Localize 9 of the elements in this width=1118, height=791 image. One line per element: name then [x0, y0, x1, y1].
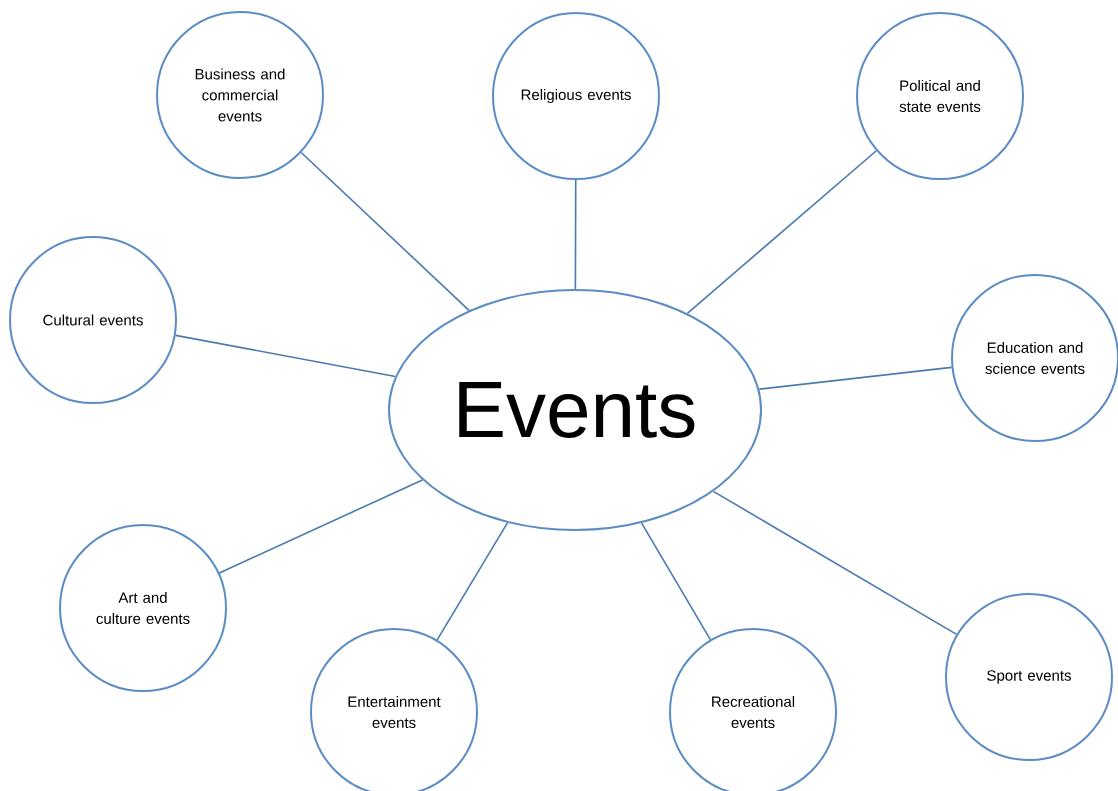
connector-line	[686, 149, 878, 315]
connector-line	[640, 522, 712, 641]
connector-line	[436, 522, 509, 641]
connector-line	[174, 334, 397, 378]
connector-line	[712, 490, 958, 636]
connector-line	[758, 366, 953, 390]
connector-line	[574, 179, 577, 290]
connector-line	[218, 479, 424, 574]
connector-line	[300, 151, 470, 312]
